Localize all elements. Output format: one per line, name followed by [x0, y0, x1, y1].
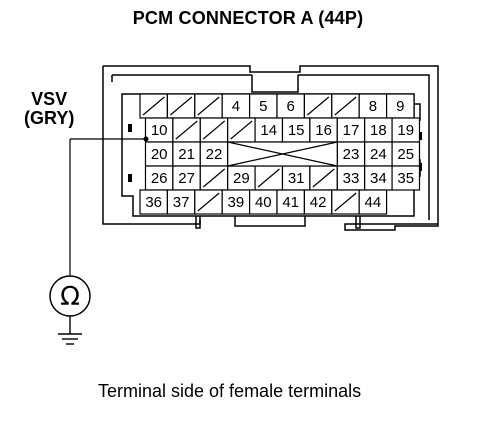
pin-label: 25 — [397, 146, 414, 163]
wire-color: (GRY) — [24, 108, 75, 128]
unused-pin-slash — [142, 96, 165, 116]
ohm-symbol: Ω — [60, 282, 80, 312]
pin-cell — [336, 165, 366, 191]
pin-label: 29 — [233, 170, 250, 187]
probe-wire — [69, 138, 146, 276]
pin-cell — [391, 165, 421, 191]
pin-label: 27 — [178, 170, 195, 187]
unused-pin-slash — [202, 120, 226, 140]
pin-cell — [139, 189, 168, 215]
pin-label: 40 — [255, 194, 272, 211]
unused-pin-slash — [202, 168, 226, 188]
pin-label: 8 — [369, 98, 377, 115]
unused-pin-slash — [197, 96, 220, 116]
pin-cell — [172, 141, 201, 167]
pin-label: 21 — [178, 146, 195, 163]
pin-label: 17 — [343, 122, 360, 139]
pin-label: 44 — [365, 194, 382, 211]
pin-label: 20 — [151, 146, 168, 163]
probe-tip-dot — [143, 136, 149, 142]
unused-pin-slash — [170, 96, 193, 116]
pin-label: 9 — [396, 98, 404, 115]
pin-label: 16 — [315, 122, 332, 139]
unused-pin-slash — [175, 120, 198, 140]
unused-pin-slash — [307, 96, 330, 116]
pin-label: 42 — [310, 194, 327, 211]
pin-label: 4 — [232, 98, 240, 115]
pin-cell — [358, 93, 388, 119]
pin-cell — [391, 141, 421, 167]
pin-label: 37 — [173, 194, 190, 211]
unused-pin-slash — [257, 168, 280, 188]
connector-title: PCM CONNECTOR A (44P) — [132, 8, 364, 28]
pin-label: 24 — [370, 146, 387, 163]
pin-grid: 4 5 6 8 9 10 14 15 16 17 18 19 20 21 22 23 24 25 26 27 29 31 3… — [139, 93, 421, 215]
pin-cell — [249, 189, 278, 215]
pin-label: 41 — [282, 194, 299, 211]
caption: Terminal side of female terminals — [98, 381, 362, 401]
pin-label: 23 — [343, 146, 360, 163]
pin-cell — [358, 189, 388, 215]
pin-cell — [276, 189, 305, 215]
wire-label: VSV (GRY) — [24, 90, 74, 128]
pin-label: 6 — [287, 98, 295, 115]
pin-label: 18 — [370, 122, 387, 139]
pin-cell — [309, 117, 338, 143]
pin-label: 36 — [145, 194, 162, 211]
pin-cell — [386, 93, 415, 119]
unused-pin-slash — [334, 192, 357, 212]
pin-label: 22 — [206, 146, 223, 163]
ohmmeter-icon: Ω — [49, 275, 91, 317]
pin-cell — [249, 93, 278, 119]
pin-label: 33 — [343, 170, 360, 187]
pin-label: 31 — [288, 170, 305, 187]
pin-cell — [364, 117, 393, 143]
pin-label: 15 — [288, 122, 305, 139]
unused-pin-slash — [197, 192, 220, 212]
pin-cell — [199, 141, 229, 167]
pin-label: 5 — [259, 98, 267, 115]
pin-label: 39 — [228, 194, 245, 211]
blank-block-cross — [227, 141, 338, 167]
ground-icon — [58, 316, 82, 345]
unused-pin-slash — [334, 96, 357, 116]
pin-cell — [303, 189, 333, 215]
pin-label: 34 — [370, 170, 387, 187]
pin-label: 14 — [260, 122, 277, 139]
unused-pin-slash — [230, 120, 253, 140]
pin-label: 10 — [151, 122, 168, 139]
pin-label: 26 — [151, 170, 168, 187]
pin-label: 35 — [397, 170, 414, 187]
pin-label: 19 — [397, 122, 414, 139]
unused-pin-slash — [312, 168, 335, 188]
wire-name: VSV — [31, 89, 68, 109]
